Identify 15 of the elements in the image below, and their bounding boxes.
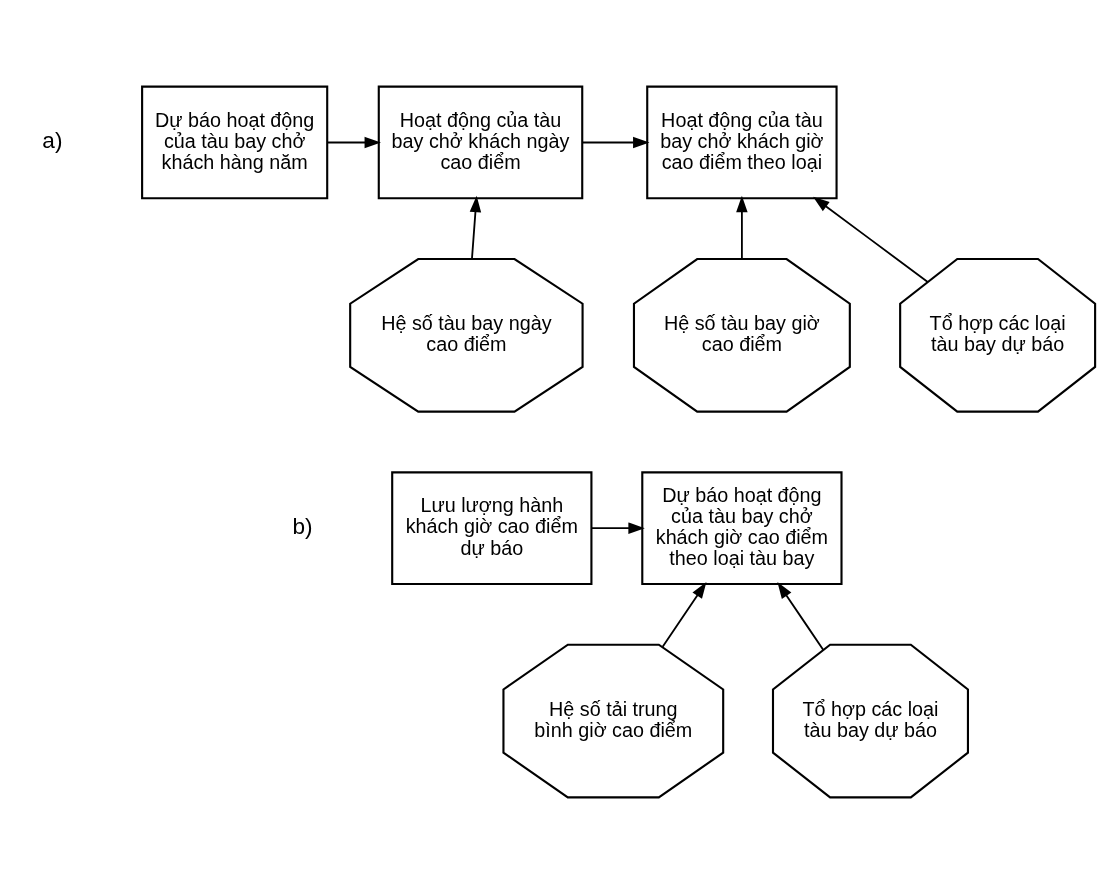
arrow [736, 195, 748, 260]
node-box: Dự báo hoạt động của tàu bay chở khách giờ cao điểm theo loại tàu bay [641, 470, 843, 585]
node-box: Hoạt động của tàu bay chở khách ngày cao điểm [377, 85, 584, 199]
arrow [813, 196, 929, 283]
arrow [581, 136, 650, 148]
node-box: Dự báo hoạt động của tàu bay chở khách hàng năm [141, 85, 329, 199]
arrow [326, 136, 381, 148]
label: a) [42, 127, 63, 153]
label: b) [292, 513, 313, 539]
node-box: Lưu lượng hành khách giờ cao điểm dự báo [391, 470, 593, 585]
arrow [590, 521, 645, 534]
arrow [469, 195, 482, 260]
arrow [777, 581, 825, 651]
arrow [661, 581, 707, 648]
node-box: Hoạt động của tàu bay chở khách giờ cao điểm theo loại [646, 85, 838, 199]
